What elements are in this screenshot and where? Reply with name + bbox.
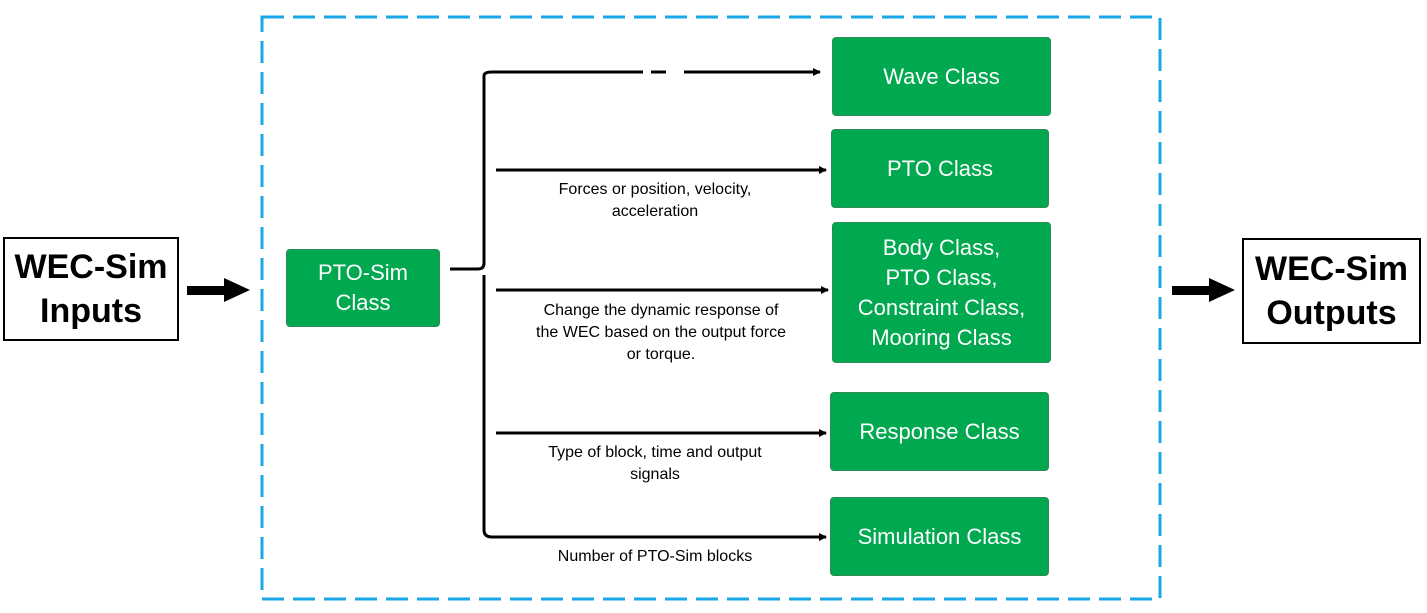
body-pto-constraint-mooring-label: Body Class, PTO Class, Constraint Class,… [857,234,1026,350]
wec-sim-inputs-label: WEC-Sim Inputs [14,248,168,330]
pto-sim-class-label: PTO-Sim Class [317,260,409,315]
wave-class-label: Wave Class [883,63,1000,89]
body-pto-constraint-mooring-box: Body Class, PTO Class, Constraint Class,… [832,222,1051,363]
wave-class-box: Wave Class [832,37,1051,116]
body-group-edge-label: Change the dynamic response of the WEC b… [536,302,786,363]
simulation-class-edge-label: Number of PTO-Sim blocks [557,548,753,565]
simulation-class-box: Simulation Class [830,497,1049,576]
simulation-class-label: Simulation Class [857,523,1022,549]
hub-connector-line [450,70,493,271]
ptosim-container-border [260,15,1162,601]
pto-sim-class-box: PTO-Sim Class [286,249,440,327]
input-arrow [187,278,250,302]
pto-class-box: PTO Class [831,129,1049,208]
wec-sim-inputs-box: WEC-Sim Inputs [3,237,179,341]
response-class-box: Response Class [830,392,1049,471]
pto-class-edge-label: Forces or position, velocity, accelerati… [558,181,752,220]
response-class-edge-label: Type of block, time and output signals [548,444,762,483]
trunk-lower-line [482,275,493,539]
response-class-label: Response Class [859,418,1020,444]
output-arrow [1172,278,1235,302]
wec-sim-outputs-label: WEC-Sim Outputs [1255,250,1408,332]
wec-sim-outputs-box: WEC-Sim Outputs [1242,238,1421,344]
pto-class-label: PTO Class [887,155,993,181]
